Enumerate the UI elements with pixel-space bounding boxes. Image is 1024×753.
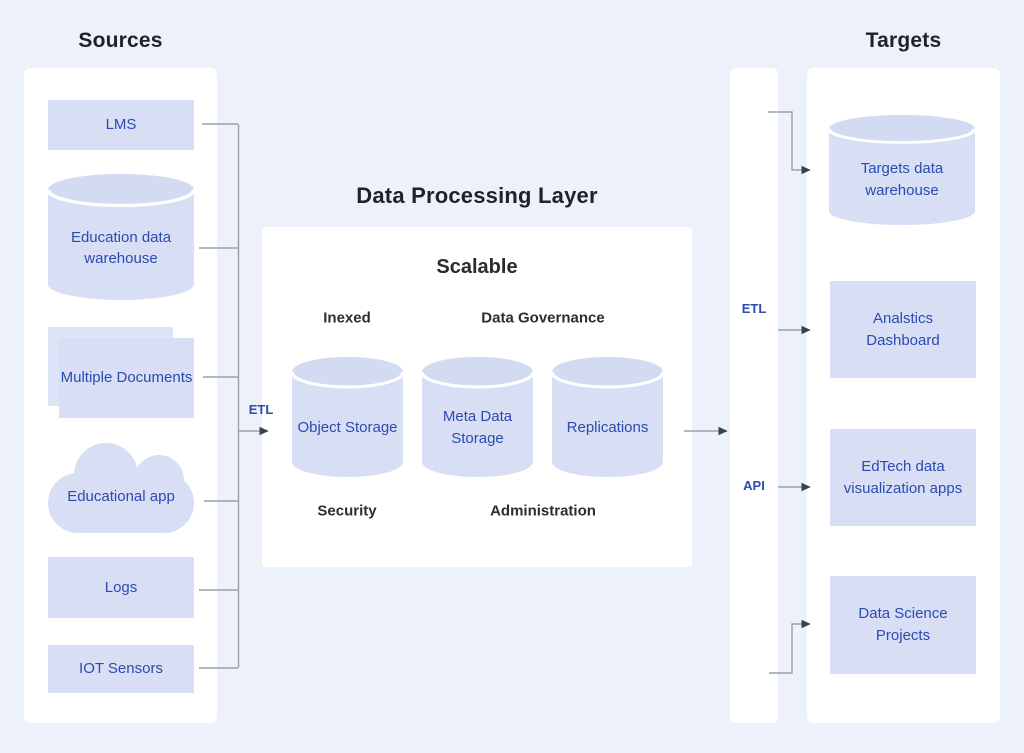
data-governance-label: Data Governance [481, 309, 605, 327]
security-label: Security [317, 502, 377, 520]
processing-layer-heading: Data Processing Layer [356, 183, 598, 208]
source-multiple-documents: Multiple Documents [48, 327, 194, 418]
indexed-label: Inexed [323, 309, 371, 327]
target-data-warehouse: Targets data warehouse [829, 115, 975, 225]
source-lms: LMS [48, 100, 194, 150]
cylinder-shape [552, 357, 663, 477]
meta-data-storage-cylinder: Meta Data Storage [422, 357, 533, 477]
source-app-label: Educational app [67, 488, 175, 506]
etl-out-label: ETL [741, 301, 767, 316]
replications-label: Replications [566, 418, 649, 436]
scalable-label: Scalable [436, 256, 518, 278]
target-analytics-dashboard: Analstics Dashboard [830, 281, 976, 378]
object-storage-label: Object Storage [297, 418, 398, 436]
replications-cylinder: Replications [552, 357, 663, 477]
target-data-science-projects: Data Science Projects [830, 576, 976, 674]
cylinder-shape [829, 115, 975, 225]
source-iot-sensors: IOT Sensors [48, 645, 194, 693]
cylinder-shape [292, 357, 403, 477]
etl-in-label: ETL [248, 402, 274, 417]
source-education-data-warehouse: Education data warehouse [48, 174, 194, 300]
sources-heading: Sources [78, 29, 163, 52]
meta-data-storage-label: Meta Data Storage [442, 408, 513, 447]
cylinder-shape [422, 357, 533, 477]
source-warehouse-label: Education data warehouse [70, 228, 172, 268]
administration-label: Administration [490, 502, 596, 520]
targets-heading: Targets [865, 29, 942, 52]
document-front-sheet: Multiple Documents [59, 338, 194, 418]
source-educational-app: Educational app [48, 443, 194, 533]
target-edtech-apps: EdTech data visualization apps [830, 429, 976, 526]
object-storage-cylinder: Object Storage [292, 357, 403, 477]
api-out-label: API [743, 478, 765, 493]
cloud-base [48, 473, 194, 533]
source-logs: Logs [48, 557, 194, 618]
pipeline-bar [730, 68, 778, 723]
cylinder-shape [48, 174, 194, 300]
target-warehouse-label: Targets data warehouse [860, 160, 944, 199]
